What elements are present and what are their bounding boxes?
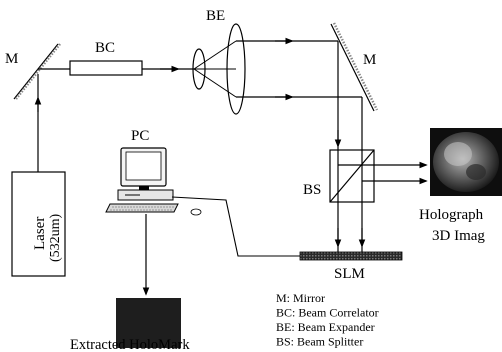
- pc-label: PC: [131, 128, 149, 144]
- hologram-label-line2: 3D Imag: [432, 228, 485, 244]
- left-mirror-label: M: [5, 51, 18, 67]
- right-mirror-label: M: [363, 52, 376, 68]
- slm-panel: [299, 251, 403, 261]
- beam-splitter-label: BS: [303, 182, 321, 198]
- beam-correlator-box: [69, 60, 143, 76]
- beam-correlator-label: BC: [95, 40, 115, 56]
- legend: M: Mirror BC: Beam Correlator BE: Beam E…: [276, 291, 379, 349]
- cable-pc-to-slm: [171, 196, 300, 257]
- legend-item-beam-splitter: BS: Beam Splitter: [276, 335, 363, 349]
- right-mirror: [330, 22, 379, 112]
- beam-splitter: [329, 149, 375, 203]
- slm-label: SLM: [334, 266, 365, 282]
- left-mirror: [13, 43, 61, 100]
- laser-wavelength-label: (532um): [48, 213, 63, 262]
- laser-label: Laser: [32, 217, 48, 250]
- legend-item-beam-expander: BE: Beam Expander: [276, 320, 375, 334]
- hologram-label-line1: Holograph: [419, 207, 484, 223]
- beam-expander-label: BE: [206, 8, 225, 24]
- beam-expander: [192, 23, 246, 115]
- legend-item-beam-correlator: BC: Beam Correlator: [276, 306, 379, 320]
- extracted-holomark-label: Extracted HoloMark: [70, 337, 190, 352]
- extracted-holomark-image: [116, 298, 181, 348]
- pc-computer-icon: [105, 147, 202, 216]
- holographic-3d-image: [430, 128, 502, 196]
- legend-item-mirror: M: Mirror: [276, 291, 325, 305]
